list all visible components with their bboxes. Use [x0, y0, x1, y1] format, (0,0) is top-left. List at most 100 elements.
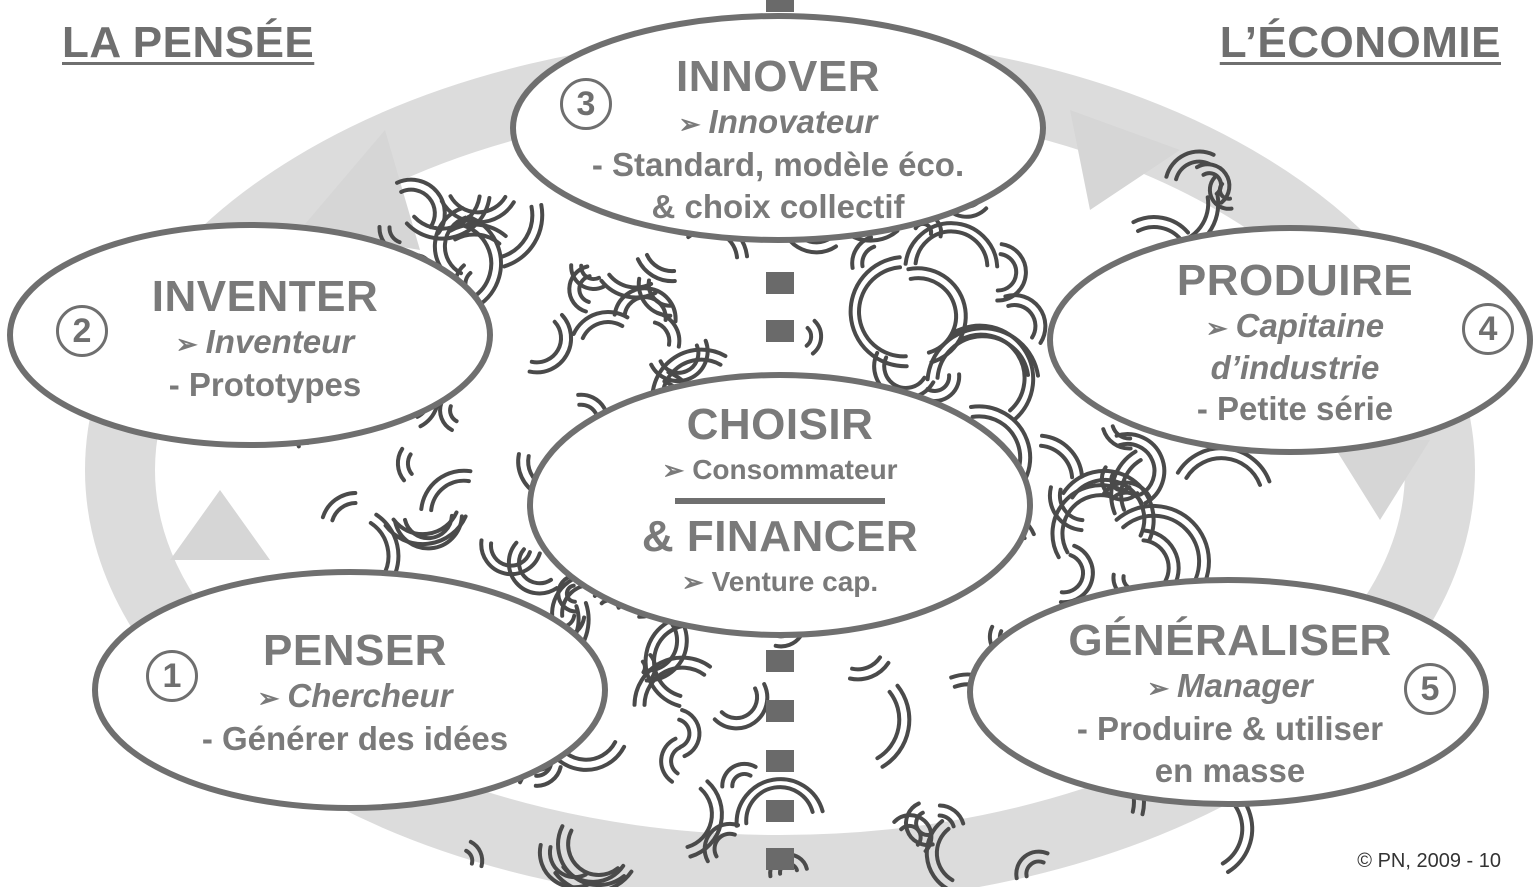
knot-stroke — [899, 823, 923, 847]
knot-stroke — [1039, 443, 1075, 480]
node-shapes — [7, 13, 1533, 811]
knot-stroke — [1061, 468, 1156, 543]
node-penser: PENSER ➢Chercheur - Générer des idées — [160, 626, 550, 760]
knot-stroke — [642, 665, 707, 707]
knot-stroke — [719, 686, 760, 721]
knot-stroke — [875, 689, 902, 761]
generaliser-title: GÉNÉRALISER — [1068, 616, 1392, 665]
innover-detail-2: & choix collectif — [651, 188, 905, 225]
knot-stroke — [1057, 487, 1085, 523]
node-generaliser: GÉNÉRALISER ➢Manager - Produire & utilis… — [1030, 616, 1430, 792]
knot-stroke — [1114, 432, 1167, 506]
knot-stroke — [1184, 456, 1262, 487]
arrow-bullet-icon: ➢ — [662, 455, 685, 485]
cycle-arrow-upper-left — [300, 130, 420, 250]
inventer-role: Inventeur — [205, 323, 355, 360]
knot-stroke — [468, 839, 485, 869]
center-separator — [675, 498, 885, 504]
arrow-bullet-icon: ➢ — [1205, 313, 1228, 343]
knot-stroke — [640, 659, 647, 675]
arrow-bullet-icon: ➢ — [1147, 673, 1170, 703]
cycle-arrow-right — [1330, 440, 1430, 520]
knot-stroke — [1006, 303, 1038, 340]
knot-stroke — [1164, 149, 1216, 179]
knot-stroke — [567, 264, 590, 314]
knot-stroke — [669, 745, 682, 776]
knot-stroke — [635, 257, 677, 284]
knot-stroke — [995, 242, 1028, 303]
knot-stroke — [464, 848, 475, 866]
knot-stroke — [848, 660, 891, 682]
generaliser-detail-2: en masse — [1154, 752, 1306, 789]
knot-stroke — [1040, 433, 1084, 479]
knot-stroke — [658, 343, 701, 375]
knot-stroke — [1060, 493, 1117, 555]
knot-stroke — [680, 708, 702, 759]
step-number-5: 5 — [1404, 663, 1456, 715]
produire-title: PRODUIRE — [1176, 256, 1414, 305]
knot-stroke — [527, 313, 574, 375]
knot-stroke — [547, 845, 588, 880]
knot-stroke — [1109, 449, 1138, 516]
node-choisir-financer: CHOISIR ➢Consommateur & FINANCER ➢Ventur… — [580, 400, 980, 602]
generaliser-ellipse — [967, 577, 1489, 807]
knot-stroke — [860, 244, 877, 269]
knot-stroke — [399, 187, 437, 230]
knot-stroke — [882, 355, 927, 390]
step-number-4: 4 — [1462, 303, 1514, 355]
knot-stroke — [448, 194, 508, 215]
knot-stroke — [730, 771, 753, 789]
copyright-notice: © PN, 2009 - 10 — [1357, 850, 1501, 872]
knot-stroke — [566, 828, 620, 877]
knot-stroke — [580, 320, 625, 341]
knot-stroke — [1109, 471, 1132, 493]
knot-stroke — [880, 683, 912, 769]
knot-stroke — [607, 272, 654, 290]
knot-stroke — [516, 547, 553, 586]
knot-stroke — [506, 540, 559, 596]
knot-stroke — [702, 821, 740, 864]
step-number-3: 3 — [560, 78, 612, 130]
inventer-detail: - Prototypes — [168, 366, 362, 403]
choisir-title: CHOISIR — [686, 400, 874, 449]
knot-stroke — [857, 265, 908, 359]
knot-stroke — [645, 253, 677, 274]
knot-stroke — [1141, 538, 1171, 583]
inventer-title: INVENTER — [151, 272, 379, 321]
penser-title: PENSER — [263, 626, 447, 675]
innover-role: Innovateur — [708, 103, 878, 140]
penser-ellipse — [92, 569, 608, 811]
penser-detail: - Générer des idées — [201, 720, 509, 757]
knot-stroke — [688, 779, 724, 859]
knot-stroke — [848, 255, 909, 369]
knot-stroke — [499, 204, 535, 259]
knot-stroke — [1136, 225, 1183, 242]
knot-stroke — [632, 655, 712, 707]
knot-stroke — [1024, 859, 1046, 879]
knot-stroke — [850, 655, 882, 672]
financer-role: Venture cap. — [711, 566, 879, 597]
knot-stroke — [810, 318, 824, 356]
knot-stroke — [553, 869, 634, 887]
knot-stroke — [659, 736, 678, 784]
knot-stroke — [734, 777, 825, 828]
knot-stroke — [649, 338, 710, 384]
knot-stroke — [937, 803, 966, 826]
knot-stroke — [571, 310, 630, 336]
knot-stroke — [904, 801, 935, 847]
innover-detail-1: - Standard, modèle éco. — [591, 146, 965, 183]
knot-stroke — [502, 203, 545, 269]
knot-stroke — [1119, 458, 1143, 512]
arrow-bullet-icon: ➢ — [257, 683, 280, 713]
innover-ellipse — [510, 13, 1046, 243]
knot-stroke — [1099, 465, 1140, 502]
cycle-arrow-left — [170, 490, 270, 560]
knot-stroke — [652, 320, 672, 347]
generaliser-role: Manager — [1177, 667, 1313, 704]
knot-stroke — [913, 229, 990, 268]
knot-stroke — [1101, 427, 1133, 451]
knot-stroke — [622, 295, 668, 322]
choisir-role: Consommateur — [692, 454, 898, 485]
penser-role: Chercheur — [287, 677, 453, 714]
